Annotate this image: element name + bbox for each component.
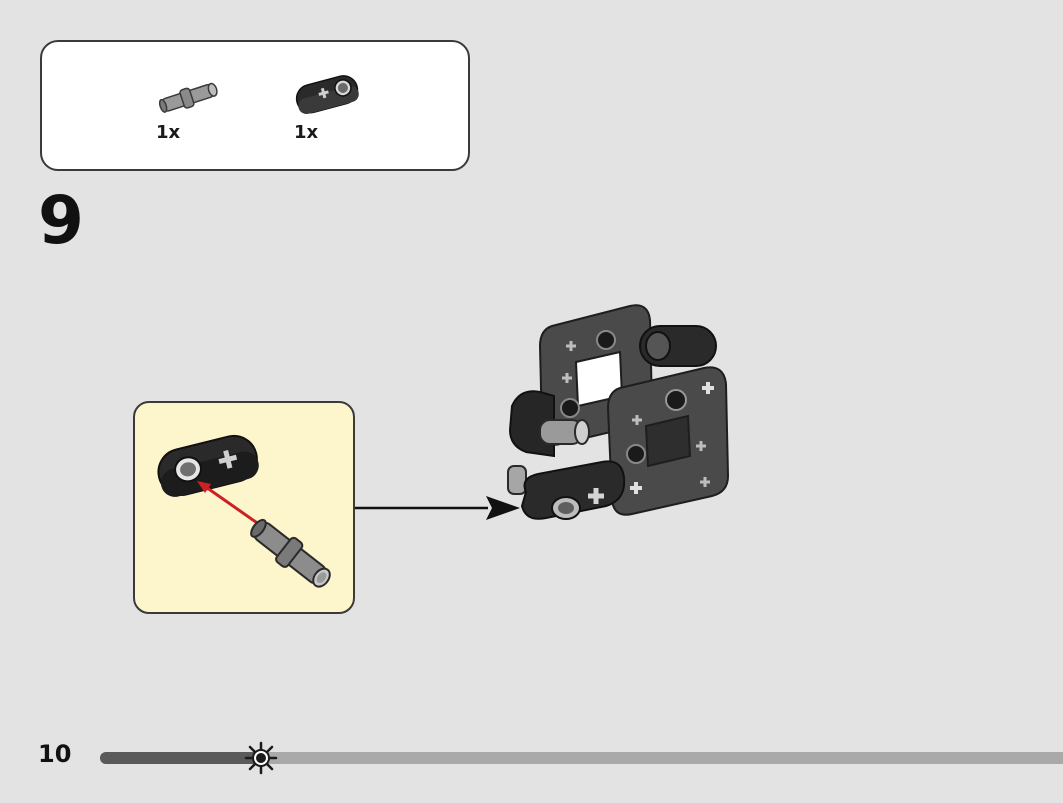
left-beam-part	[508, 390, 590, 458]
step-number: 9	[38, 182, 84, 259]
part-quantity-beam: 1x	[294, 122, 319, 143]
sub-assembly-callout	[133, 401, 355, 614]
parts-list-box: 1x 1x	[40, 40, 470, 171]
assembly-model-illustration	[507, 304, 730, 520]
pin-part-icon	[250, 518, 331, 588]
technic-pin-icon	[158, 82, 218, 113]
progress-bar-fill	[100, 752, 255, 764]
instruction-progress-bar	[100, 752, 1063, 764]
sun-progress-marker-icon	[244, 741, 278, 775]
technic-beam-icon	[295, 75, 359, 115]
beam-part-icon	[157, 434, 259, 497]
top-beam-part	[639, 325, 717, 367]
part-quantity-pin: 1x	[156, 122, 181, 143]
new-beam-part	[507, 460, 626, 520]
insert-arrow-icon	[202, 483, 264, 529]
pin-insert-illustration	[157, 434, 331, 588]
front-frame-part	[606, 366, 730, 516]
page-number: 10	[38, 740, 72, 768]
